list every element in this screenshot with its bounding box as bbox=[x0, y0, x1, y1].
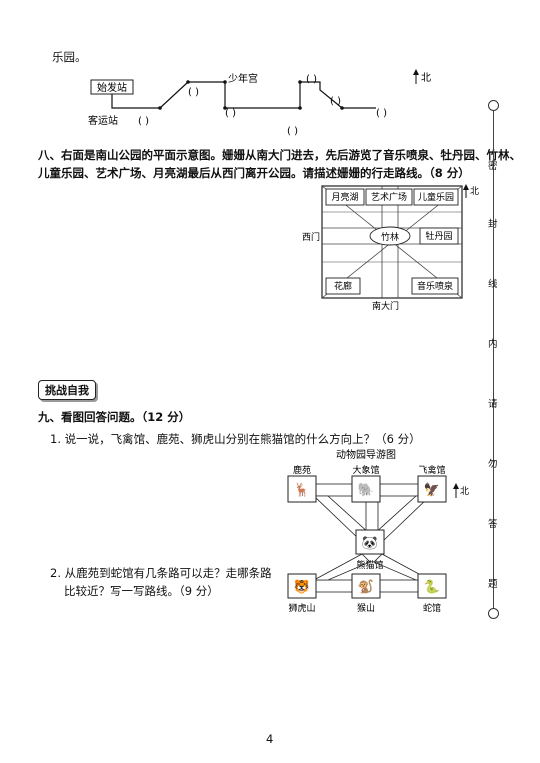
route-map: 始发站 少年宫 ( ) ( ) ( ) ( ) ( ) ( ) 客运站 ( ) … bbox=[88, 69, 431, 137]
margin-char-6: 勿 bbox=[488, 459, 498, 470]
page-number: 4 bbox=[266, 732, 274, 746]
q9-sub2-line1: 2. 从鹿苑到蛇馆有几条路可以走？走哪条路 bbox=[50, 566, 272, 580]
snake-icon: 🐍 bbox=[424, 579, 440, 595]
snake-box bbox=[417, 573, 447, 599]
zoo-map: 动物园导游图 🦌 鹿苑 🐘 大象馆 🦅 飞禽馆 🐼 熊猫馆 🐯 狮虎山 🐒 猴山… bbox=[287, 448, 469, 614]
kids-park-label: 儿童乐园 bbox=[418, 191, 454, 203]
park-north-label: 北 bbox=[470, 186, 479, 197]
q9-sub2-line2: 比较近？写一写路线。（9 分） bbox=[64, 584, 219, 598]
deer-box bbox=[287, 475, 317, 503]
panda-label: 熊猫馆 bbox=[356, 559, 383, 571]
blank-e: ( ) bbox=[376, 108, 387, 119]
top-text: 乐园。 bbox=[52, 50, 87, 64]
deer-label: 鹿苑 bbox=[293, 464, 311, 476]
margin-char-7: 答 bbox=[488, 519, 498, 530]
monkey-box bbox=[351, 573, 381, 599]
blank-a: ( ) bbox=[188, 87, 199, 98]
margin-char-8: 题 bbox=[488, 579, 498, 590]
blank-b: ( ) bbox=[306, 74, 317, 85]
west-gate-label: 西门 bbox=[302, 231, 320, 243]
corridor-label: 花廊 bbox=[334, 280, 352, 292]
lion-label: 狮虎山 bbox=[288, 602, 315, 614]
zoo-north-label: 北 bbox=[460, 486, 469, 497]
monkey-label: 猴山 bbox=[357, 602, 375, 614]
deer-icon: 🦌 bbox=[294, 482, 310, 498]
start-station-label: 始发站 bbox=[97, 81, 127, 94]
binding-margin bbox=[488, 100, 500, 630]
blank-f: ( ) bbox=[287, 126, 298, 137]
q8-line2: 儿童乐园、艺术广场、月亮湖最后从西门离开公园。请描述姗姗的行走路线。（8 分） bbox=[38, 166, 470, 180]
lion-box bbox=[287, 573, 317, 599]
north-label: 北 bbox=[421, 72, 431, 84]
bus-station-label: 客运站 bbox=[88, 114, 118, 127]
margin-char-4: 内 bbox=[488, 339, 498, 350]
snake-label: 蛇馆 bbox=[423, 602, 441, 614]
margin-char-5: 请 bbox=[488, 399, 498, 410]
panda-icon: 🐼 bbox=[362, 535, 379, 551]
margin-char-2: 封 bbox=[488, 219, 498, 230]
route-line bbox=[111, 81, 376, 109]
park-map: 月亮湖 艺术广场 儿童乐园 竹林 牡丹园 花廊 音乐喷泉 西门 南大门 北 bbox=[302, 184, 479, 312]
blank-c: ( ) bbox=[330, 96, 341, 107]
peony-label: 牡丹园 bbox=[425, 230, 452, 242]
aviary-label: 飞禽馆 bbox=[418, 464, 445, 476]
q9-sub1: 1. 说一说，飞禽馆、鹿苑、狮虎山分别在熊猫馆的什么方向上？（6 分） bbox=[50, 432, 421, 446]
margin-char-3: 线 bbox=[488, 279, 498, 290]
elephant-box bbox=[351, 475, 381, 503]
elephant-label: 大象馆 bbox=[352, 464, 379, 476]
fountain-label: 音乐喷泉 bbox=[417, 280, 453, 292]
bird-icon: 🦅 bbox=[424, 481, 440, 498]
art-square-label: 艺术广场 bbox=[371, 191, 407, 203]
blank-d: ( ) bbox=[225, 108, 236, 119]
challenge-badge: 挑战自我 bbox=[38, 380, 96, 400]
elephant-icon: 🐘 bbox=[358, 482, 374, 498]
panda-box bbox=[355, 529, 385, 555]
zoo-title: 动物园导游图 bbox=[336, 448, 396, 461]
aviary-box bbox=[417, 475, 447, 503]
monkey-icon: 🐒 bbox=[358, 579, 374, 595]
south-gate-label: 南大门 bbox=[372, 300, 399, 312]
youth-palace-label: 少年宫 bbox=[228, 72, 258, 85]
moon-lake-label: 月亮湖 bbox=[331, 191, 358, 203]
bamboo-label: 竹林 bbox=[381, 231, 399, 243]
q8-line1: 八、右面是南山公园的平面示意图。姗姗从南大门进去，先后游览了音乐喷泉、牡丹园、竹… bbox=[38, 148, 521, 162]
q9-title: 九、看图回答问题。（12 分） bbox=[38, 410, 191, 424]
blank-g: ( ) bbox=[138, 116, 149, 127]
tiger-icon: 🐯 bbox=[294, 578, 310, 595]
margin-char-1: 密 bbox=[488, 161, 498, 172]
